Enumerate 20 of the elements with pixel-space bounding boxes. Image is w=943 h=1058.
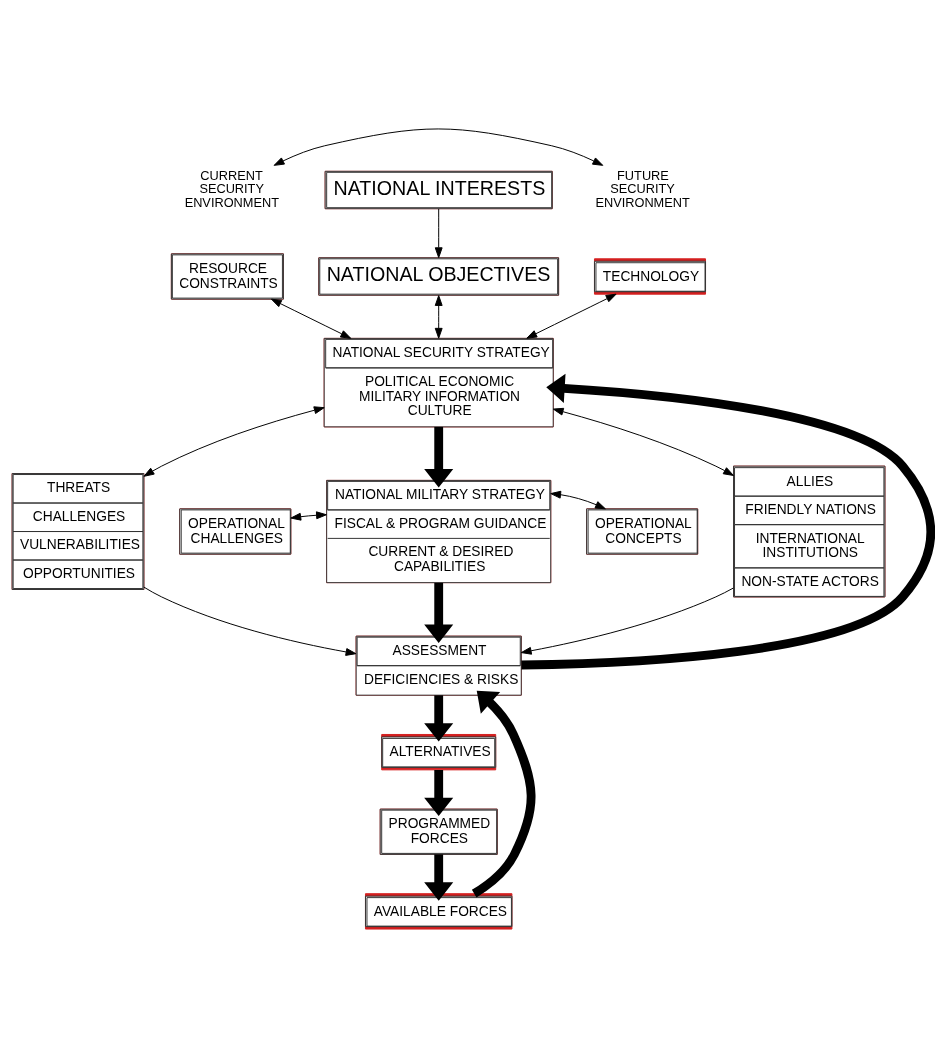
arrow bbox=[290, 511, 327, 521]
arrow bbox=[424, 582, 454, 644]
arrow bbox=[471, 690, 536, 898]
arrow bbox=[424, 695, 454, 742]
arrow bbox=[424, 770, 454, 817]
arrow bbox=[434, 208, 443, 259]
arrow bbox=[270, 298, 352, 339]
arrow bbox=[526, 293, 617, 339]
arrow bbox=[424, 854, 454, 901]
arrow bbox=[521, 373, 935, 670]
node-text: FUTURE SECURITY ENVIRONMENT bbox=[595, 167, 690, 211]
arrow bbox=[273, 128, 604, 166]
arrow bbox=[143, 406, 325, 477]
arrow bbox=[434, 295, 443, 339]
arrow bbox=[424, 426, 454, 488]
node-text: CURRENT SECURITY ENVIRONMENT bbox=[184, 167, 279, 211]
arrow bbox=[520, 587, 734, 655]
arrow bbox=[550, 490, 606, 510]
arrow bbox=[143, 586, 357, 656]
arrow bbox=[552, 407, 734, 476]
